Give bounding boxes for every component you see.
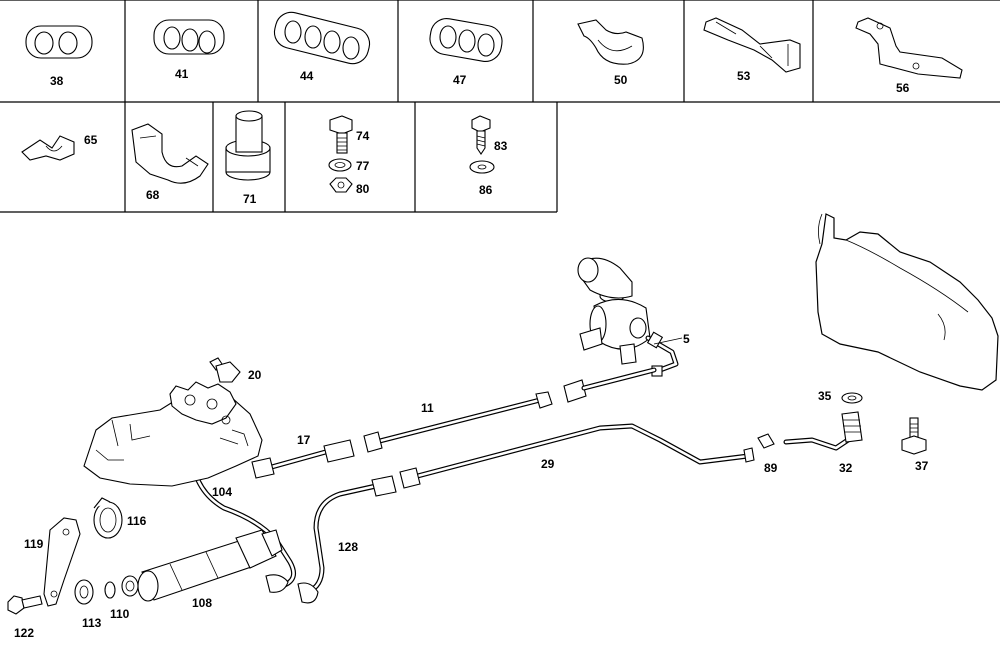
label-47: 47 [453, 73, 467, 87]
label-80: 80 [356, 182, 370, 196]
clamp-3-hole-icon [153, 19, 225, 55]
nut-113-icon [74, 579, 94, 605]
callout-20: 20 [248, 368, 262, 382]
label-68: 68 [146, 188, 160, 202]
callout-11: 11 [421, 401, 434, 415]
fuel-pump-icon [121, 529, 283, 602]
callout-37: 37 [915, 459, 929, 473]
fuel-hose-32 [783, 411, 863, 451]
hex-nut-icon [329, 177, 353, 193]
fuel-tank-icon [815, 213, 999, 391]
label-74: 74 [356, 129, 370, 143]
callout-17: 17 [297, 433, 311, 447]
clamp-4-hole-icon [273, 11, 371, 65]
callout-5: 5 [683, 332, 690, 346]
fuel-filter-icon [577, 257, 651, 365]
small-clip-icon [21, 135, 75, 161]
label-65: 65 [84, 133, 98, 147]
label-86: 86 [479, 183, 493, 197]
callout-89: 89 [764, 461, 778, 475]
hose-clamp-116-icon [93, 497, 123, 539]
washer-110-icon [104, 581, 116, 599]
bolt-74-icon [329, 115, 353, 154]
fuel-pipe-29 [399, 423, 755, 489]
label-56: 56 [896, 81, 910, 95]
pump-bracket-119-icon [43, 517, 81, 607]
callout-128: 128 [338, 540, 358, 554]
bracket-53-icon [703, 17, 801, 73]
callout-32: 32 [839, 461, 853, 475]
spring-washer-icon [328, 158, 352, 172]
label-50: 50 [614, 73, 628, 87]
label-77: 77 [356, 159, 370, 173]
callout-29: 29 [541, 457, 555, 471]
label-41: 41 [175, 67, 189, 81]
label-83: 83 [494, 139, 508, 153]
fuel-hose-11 [363, 367, 657, 453]
bracket-56-icon [855, 17, 963, 79]
clamp-3-hole-b-icon [429, 18, 503, 62]
label-53: 53 [737, 69, 751, 83]
fuel-line-5 [645, 331, 679, 377]
fuel-distributor-icon [83, 381, 263, 487]
clip-89-icon [757, 433, 775, 449]
fuel-hose-17 [251, 439, 355, 479]
callout-35: 35 [818, 389, 832, 403]
callout-113: 113 [82, 616, 102, 630]
bolt-20-icon [209, 357, 241, 383]
callout-122: 122 [14, 626, 34, 640]
callout-110: 110 [110, 607, 130, 621]
label-38: 38 [50, 74, 64, 88]
damper-block-icon [225, 110, 271, 181]
grommet-35-icon [841, 392, 863, 404]
self-tapping-screw-icon [471, 115, 491, 155]
callout-119: 119 [24, 537, 44, 551]
p-clip-icon [577, 19, 644, 65]
bolt-37-icon [901, 417, 927, 455]
flat-washer-icon [469, 160, 495, 174]
label-71: 71 [243, 192, 257, 206]
clamp-2-hole-icon [25, 25, 93, 59]
bracket-68-icon [131, 123, 209, 184]
callout-104: 104 [212, 485, 232, 499]
label-44: 44 [300, 69, 314, 83]
fuel-assembly: 5 11 17 20 29 32 35 37 89 104 108 110 11… [7, 213, 999, 640]
callout-116: 116 [127, 514, 147, 528]
parts-grid: 38 41 44 47 50 53 56 65 68 71 74 77 80 8… [0, 0, 1000, 213]
fuel-pipe-128 [297, 475, 397, 604]
callout-108: 108 [192, 596, 212, 610]
screw-122-icon [7, 595, 43, 615]
